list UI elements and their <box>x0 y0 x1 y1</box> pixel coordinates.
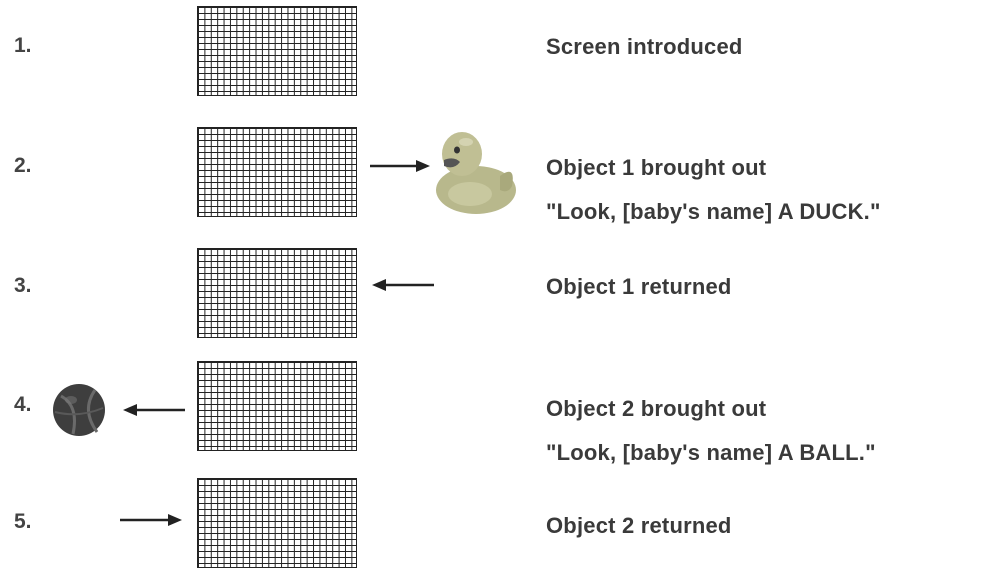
arrow-right-icon <box>120 514 182 526</box>
arrow-left-icon <box>372 279 434 291</box>
rubber-duck-icon <box>436 132 516 214</box>
caption-step-1: Screen introduced <box>546 34 743 59</box>
ball-icon <box>53 384 105 436</box>
caption-step-3: Object 1 returned <box>546 274 732 299</box>
screen-step-4 <box>197 361 357 451</box>
arrow-right-icon <box>370 160 430 172</box>
step-number-3: 3. <box>14 274 32 297</box>
screen-step-1 <box>197 6 357 96</box>
step-number-4: 4. <box>14 393 32 416</box>
screen-step-2 <box>197 127 357 217</box>
caption-step-4-line-2: "Look, [baby's name] A BALL." <box>546 440 876 465</box>
step-number-1: 1. <box>14 34 32 57</box>
step-number-5: 5. <box>14 510 32 533</box>
screen-step-3 <box>197 248 357 338</box>
caption-step-2-line-1: Object 1 brought out <box>546 155 767 180</box>
screen-step-5 <box>197 478 357 568</box>
caption-step-4-line-1: Object 2 brought out <box>546 396 767 421</box>
caption-step-5: Object 2 returned <box>546 513 732 538</box>
step-number-2: 2. <box>14 154 32 177</box>
caption-step-2-line-2: "Look, [baby's name] A DUCK." <box>546 199 881 224</box>
arrow-left-icon <box>123 404 185 416</box>
